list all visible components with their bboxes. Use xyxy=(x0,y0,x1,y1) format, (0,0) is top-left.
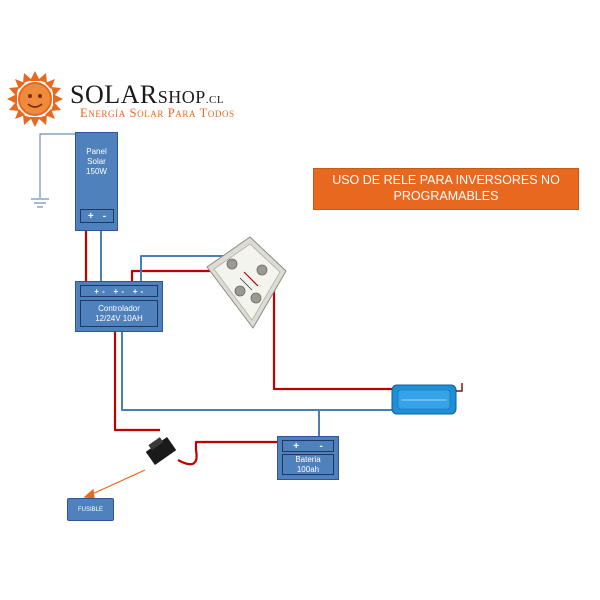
battery: + - Bateria 100ah xyxy=(277,436,339,480)
controller-label-box: Controlador 12/24V 10AH xyxy=(80,300,158,327)
battery-label: Bateria 100ah xyxy=(295,454,321,474)
fuse-arrow xyxy=(83,469,146,499)
battery-terminals: + - xyxy=(282,440,334,452)
inverter-icon xyxy=(391,383,463,415)
ground-icon xyxy=(31,133,75,208)
solar-panel: Panel Solar 150W + - xyxy=(75,132,118,231)
solar-panel-terminals: + - xyxy=(80,209,114,223)
fuse-label: FUSIBLE xyxy=(77,506,103,513)
charge-controller: + - + - + - Controlador 12/24V 10AH xyxy=(75,281,163,332)
battery-minus-terminal: - xyxy=(319,440,323,452)
controller-terminal-labels: + - + - + - xyxy=(94,286,144,296)
brand-tagline: Energía Solar Para Todos xyxy=(80,106,235,120)
panel-minus-terminal: - xyxy=(102,210,107,222)
battery-plus-terminal: + xyxy=(293,440,300,452)
fuse-holder-icon xyxy=(145,436,177,466)
sun-logo-icon xyxy=(7,71,63,127)
controller-terminals: + - + - + - xyxy=(80,285,158,297)
diagram-title: USO DE RELE PARA INVERSORES NO PROGRAMAB… xyxy=(313,168,579,210)
brand-name: SOLARSHOP.CL xyxy=(70,80,225,109)
controller-label: Controlador 12/24V 10AH xyxy=(95,303,143,323)
battery-label-box: Bateria 100ah xyxy=(282,454,334,475)
fuse-label-box: FUSIBLE xyxy=(67,498,114,521)
panel-plus-terminal: + xyxy=(87,210,94,222)
solar-panel-label: Panel Solar 150W xyxy=(86,147,107,176)
relay-icon xyxy=(206,236,287,329)
